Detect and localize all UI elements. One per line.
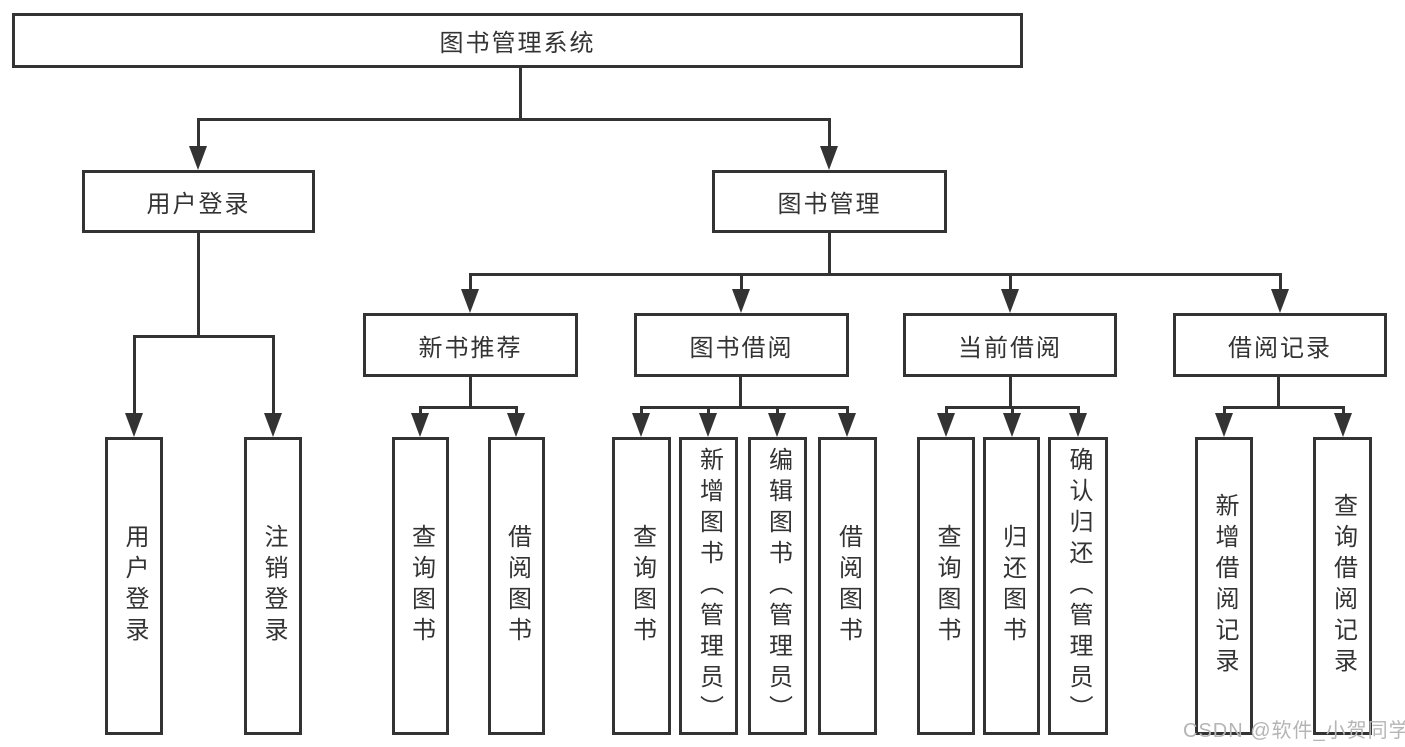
node-root: 图书管理系统	[12, 13, 1023, 68]
connector-line	[944, 406, 948, 418]
connector-line	[271, 335, 275, 420]
connector-line	[1010, 406, 1014, 418]
node-new-book-recommend-label: 新书推荐	[418, 334, 523, 362]
arrow-down-icon	[1069, 413, 1087, 437]
leaf-confirm-return-admin-label: 确认归还（管理员）	[1065, 446, 1092, 726]
connector-line	[739, 273, 743, 295]
node-new-book-recommend: 新书推荐	[363, 313, 578, 377]
connector-line	[418, 406, 518, 409]
node-book-borrow: 图书借阅	[634, 313, 849, 377]
connector-line	[845, 406, 849, 418]
connector-line	[518, 68, 522, 121]
connector-line	[639, 406, 643, 418]
leaf-query-books-recommend: 查询图书	[392, 437, 449, 735]
leaf-user-login-label: 用户登录	[121, 524, 148, 648]
node-current-borrow: 当前借阅	[903, 313, 1117, 377]
leaf-logout: 注销登录	[244, 437, 302, 735]
arrow-down-icon	[189, 146, 207, 170]
leaf-add-book-admin: 新增图书（管理员）	[679, 437, 738, 735]
connector-line	[196, 118, 200, 152]
connector-line	[196, 118, 831, 121]
connector-line	[132, 335, 136, 420]
arrow-down-icon	[1215, 413, 1233, 437]
arrow-down-icon	[264, 413, 282, 437]
arrow-down-icon	[1334, 413, 1352, 437]
connector-line	[468, 273, 472, 295]
connector-line	[514, 406, 518, 418]
leaf-borrow-books-recommend: 借阅图书	[488, 437, 545, 735]
leaf-query-books-current: 查询图书	[917, 437, 975, 735]
arrow-down-icon	[1271, 289, 1289, 313]
leaf-query-books-borrow: 查询图书	[612, 437, 671, 735]
leaf-return-book-label: 归还图书	[998, 524, 1026, 648]
leaf-return-book: 归还图书	[983, 437, 1040, 735]
connector-line	[1008, 273, 1012, 295]
connector-line	[1277, 377, 1280, 409]
arrow-down-icon	[937, 413, 955, 437]
arrow-down-icon	[732, 289, 750, 313]
connector-line	[418, 406, 422, 418]
leaf-add-book-admin-label: 新增图书（管理员）	[695, 446, 723, 726]
node-root-label: 图书管理系统	[439, 30, 596, 57]
arrow-down-icon	[411, 413, 429, 437]
leaf-logout-label: 注销登录	[260, 524, 287, 648]
node-borrow-records-label: 借阅记录	[1228, 334, 1332, 362]
leaf-add-borrow-record-label: 新增借阅记录	[1211, 493, 1238, 679]
connector-line	[827, 233, 831, 276]
connector-line	[469, 377, 472, 409]
connector-line	[639, 406, 849, 409]
node-book-borrow-label: 图书借阅	[689, 334, 794, 362]
connector-line	[1008, 377, 1012, 409]
leaf-query-books-recommend-label: 查询图书	[407, 524, 435, 648]
arrow-down-icon	[768, 413, 786, 437]
leaf-query-borrow-record-label: 查询借阅记录	[1329, 493, 1357, 679]
connector-line	[738, 377, 742, 409]
node-user-login: 用户登录	[82, 170, 315, 233]
leaf-add-borrow-record: 新增借阅记录	[1195, 437, 1253, 735]
node-book-management: 图书管理	[712, 170, 947, 233]
arrow-down-icon	[1003, 413, 1021, 437]
connector-line	[775, 406, 779, 418]
arrow-down-icon	[461, 289, 479, 313]
leaf-borrow-books: 借阅图书	[818, 437, 877, 735]
watermark: CSDN @软件_小贺同学	[1183, 720, 1405, 742]
connector-line	[1278, 273, 1282, 295]
connector-line	[1341, 406, 1345, 418]
leaf-edit-book-admin: 编辑图书（管理员）	[748, 437, 807, 735]
connector-line	[1222, 406, 1345, 409]
arrow-down-icon	[820, 146, 838, 170]
node-user-login-label: 用户登录	[146, 191, 251, 218]
leaf-user-login: 用户登录	[105, 437, 163, 735]
connector-line	[196, 233, 200, 338]
leaf-confirm-return-admin: 确认归还（管理员）	[1048, 437, 1108, 735]
leaf-query-borrow-record: 查询借阅记录	[1313, 437, 1372, 735]
leaf-borrow-books-label: 借阅图书	[834, 524, 862, 648]
leaf-query-books-current-label: 查询图书	[933, 524, 960, 648]
arrow-down-icon	[838, 413, 856, 437]
connector-line	[827, 118, 831, 152]
connector-line	[468, 273, 1282, 276]
node-current-borrow-label: 当前借阅	[958, 334, 1062, 362]
arrow-down-icon	[1001, 289, 1019, 313]
leaf-borrow-books-recommend-label: 借阅图书	[503, 524, 531, 648]
node-borrow-records: 借阅记录	[1173, 313, 1387, 377]
arrow-down-icon	[632, 413, 650, 437]
connector-line	[1222, 406, 1226, 418]
arrow-down-icon	[507, 413, 525, 437]
connector-line	[1076, 406, 1080, 418]
connector-line	[706, 406, 710, 418]
leaf-edit-book-admin-label: 编辑图书（管理员）	[764, 446, 792, 726]
arrow-down-icon	[699, 413, 717, 437]
connector-line	[132, 335, 275, 338]
arrow-down-icon	[125, 413, 143, 437]
leaf-query-books-borrow-label: 查询图书	[628, 524, 656, 648]
node-book-management-label: 图书管理	[777, 191, 882, 218]
